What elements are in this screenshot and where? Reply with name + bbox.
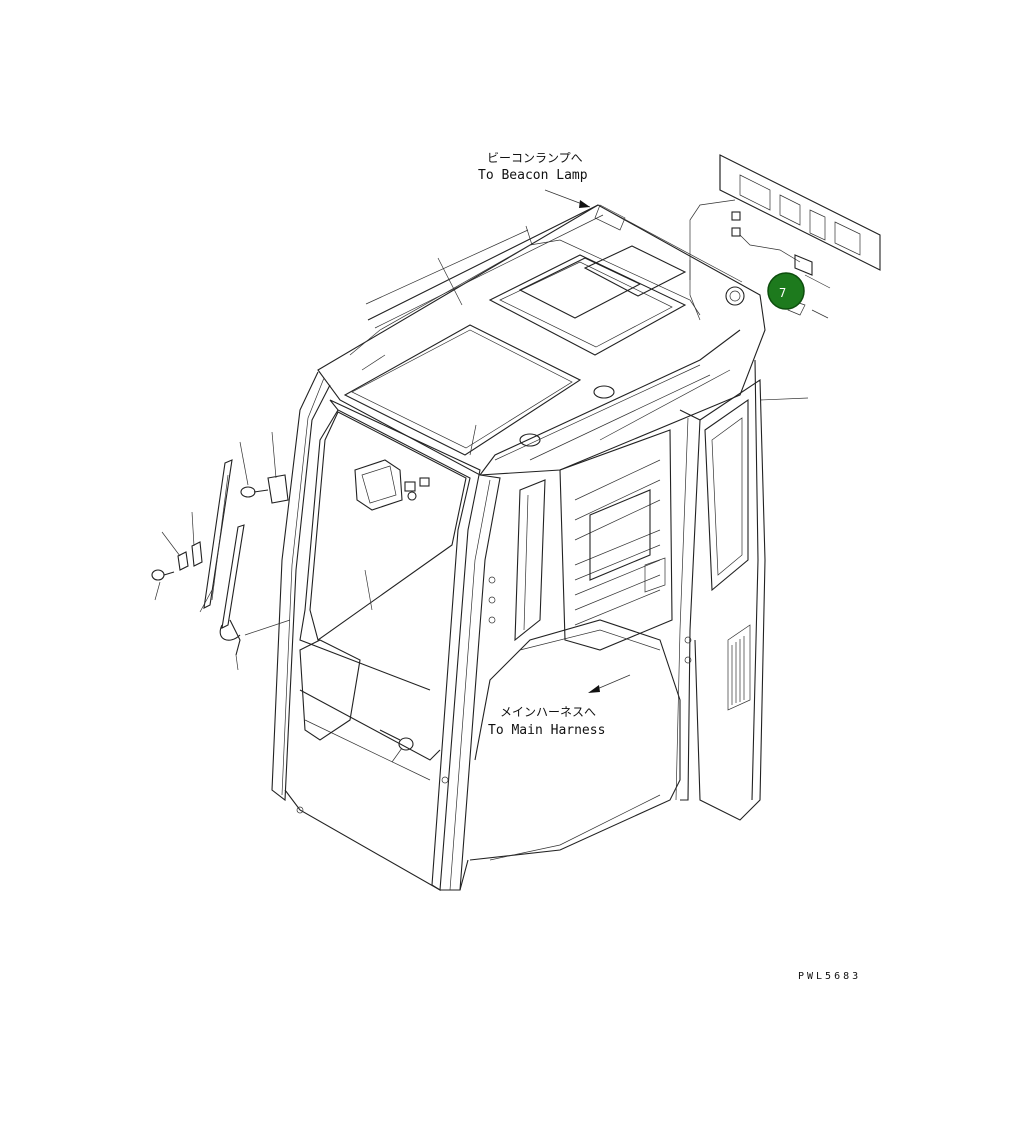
harness-label-ja: メインハーネスへ (500, 705, 596, 719)
rear-vent-grille (727, 624, 751, 711)
leader-lines (361, 225, 809, 611)
frame-bolts (296, 576, 692, 814)
callout-7[interactable]: 7 (767, 272, 805, 310)
beacon-lamp-bracket (689, 154, 881, 319)
cab-roof (317, 204, 766, 476)
cab-work-lamp (354, 459, 430, 511)
beacon-arrow (544, 189, 591, 208)
cab-frame (271, 359, 766, 891)
callout-number[interactable]: 7 (779, 286, 786, 300)
wiper-assembly (151, 431, 291, 671)
harness-label-en: To Main Harness (488, 723, 605, 738)
drawing-code: PWL5683 (798, 971, 861, 982)
callout-circle[interactable] (767, 272, 805, 310)
mounting-bolt (379, 729, 414, 763)
harness-arrow (588, 674, 631, 693)
beacon-label-en: To Beacon Lamp (478, 168, 588, 183)
beacon-label-ja: ビーコンランプへ (487, 151, 583, 165)
